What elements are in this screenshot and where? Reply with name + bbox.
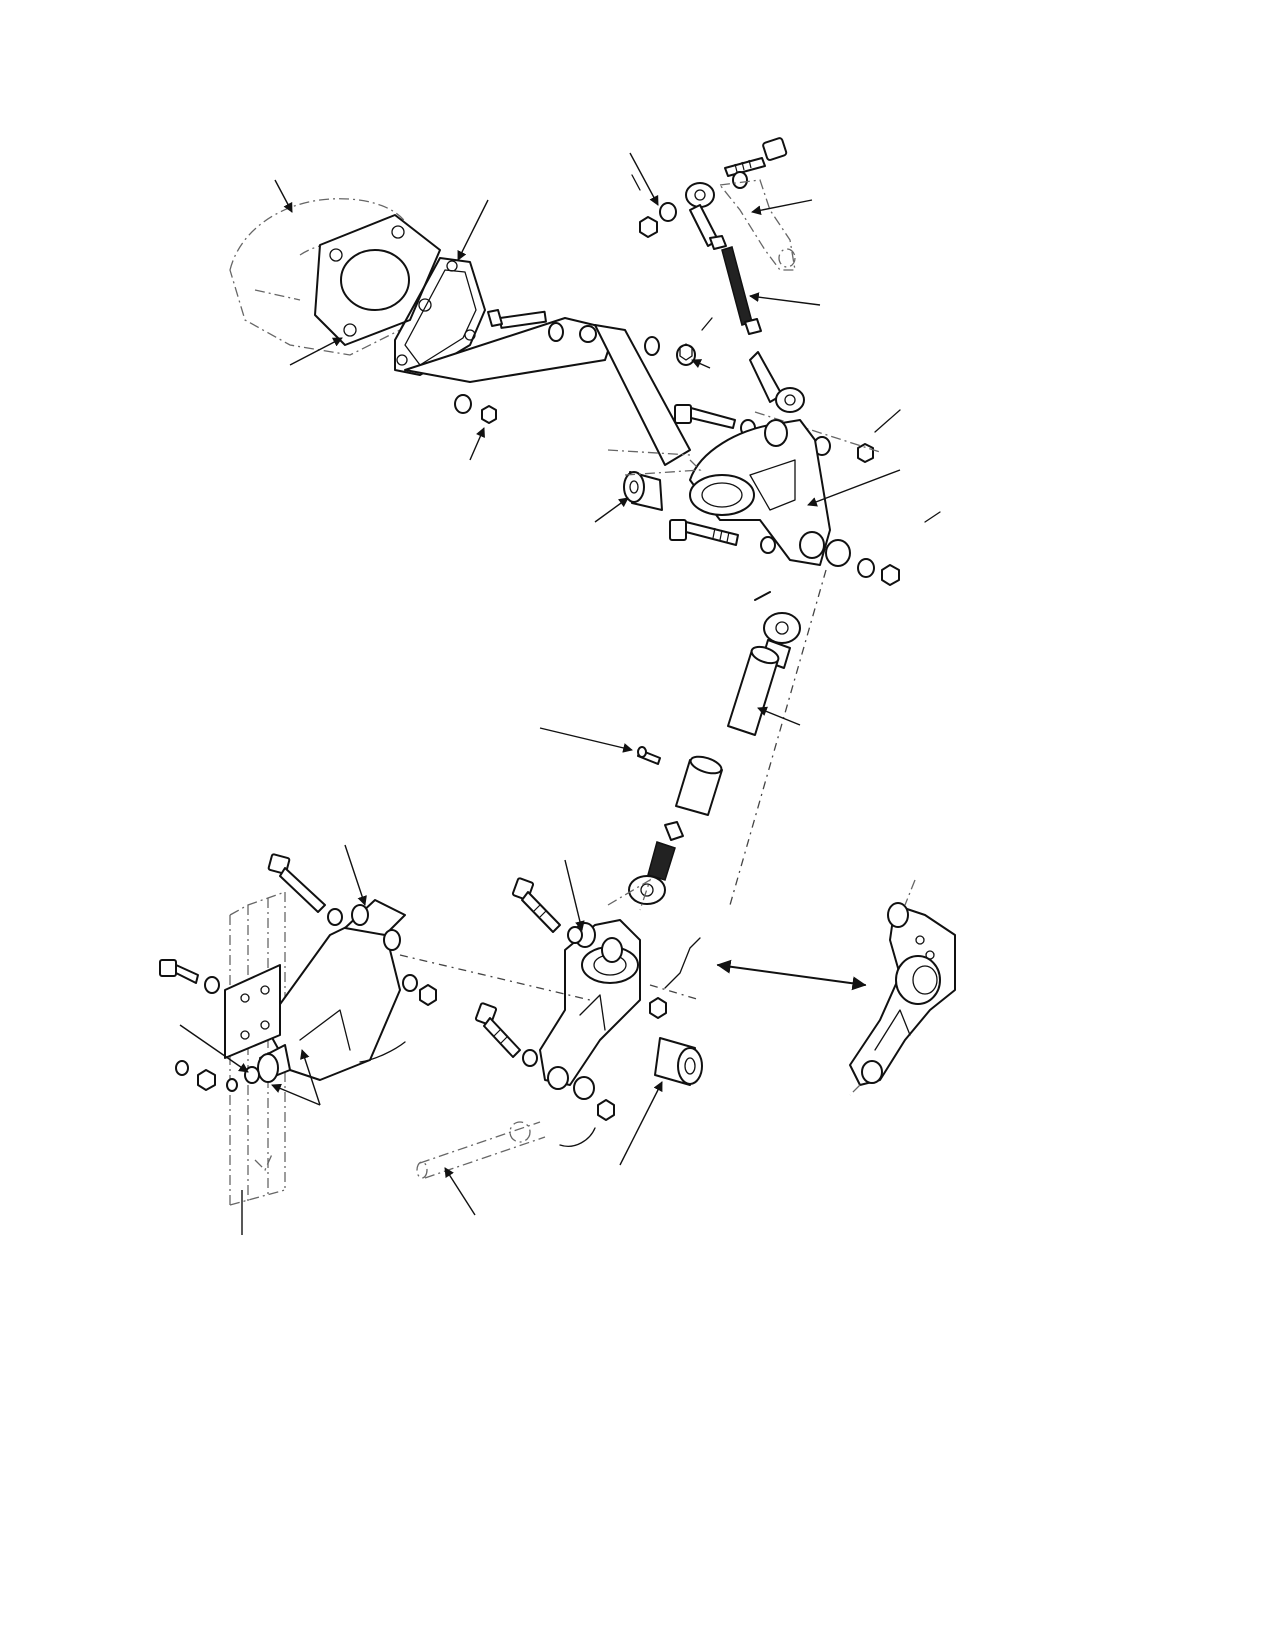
- rod-end-lower-center: [628, 821, 684, 905]
- lower-assembly-phantom-lines: [399, 878, 701, 1001]
- upper-stud-assembly: [454, 309, 713, 424]
- threaded-rod: [721, 246, 762, 335]
- lower-lever-bolts: [474, 877, 701, 1147]
- interchange-arrow: [716, 959, 867, 991]
- lower-bushing: [654, 1037, 703, 1086]
- mounting-flange: [314, 214, 441, 346]
- frame-mount-bracket: [264, 899, 406, 1081]
- upper-bolt: [724, 137, 788, 177]
- pivot-shaft: [416, 1121, 546, 1179]
- middle-bolt-lower: [669, 511, 941, 586]
- upper-lever: [718, 179, 796, 271]
- upper-washer-nut: [631, 171, 748, 238]
- tube: [727, 645, 780, 736]
- cotter-pin: [637, 746, 661, 765]
- alternate-lever: [849, 879, 956, 1096]
- middle-bolt-upper: [674, 404, 901, 463]
- mount-plate: [224, 964, 281, 1059]
- mount-bushing-left: [175, 1044, 291, 1092]
- sleeve: [675, 755, 723, 816]
- bellcrank: [607, 419, 851, 567]
- lower-lever: [539, 919, 641, 1100]
- center-axis-lines: [624, 459, 827, 906]
- rod-end-upper: [685, 182, 727, 250]
- bushing-upper: [623, 471, 663, 511]
- rod-end-lower: [749, 351, 805, 413]
- callout-leaders: [179, 152, 901, 1235]
- mount-bolts-left: [159, 853, 437, 1063]
